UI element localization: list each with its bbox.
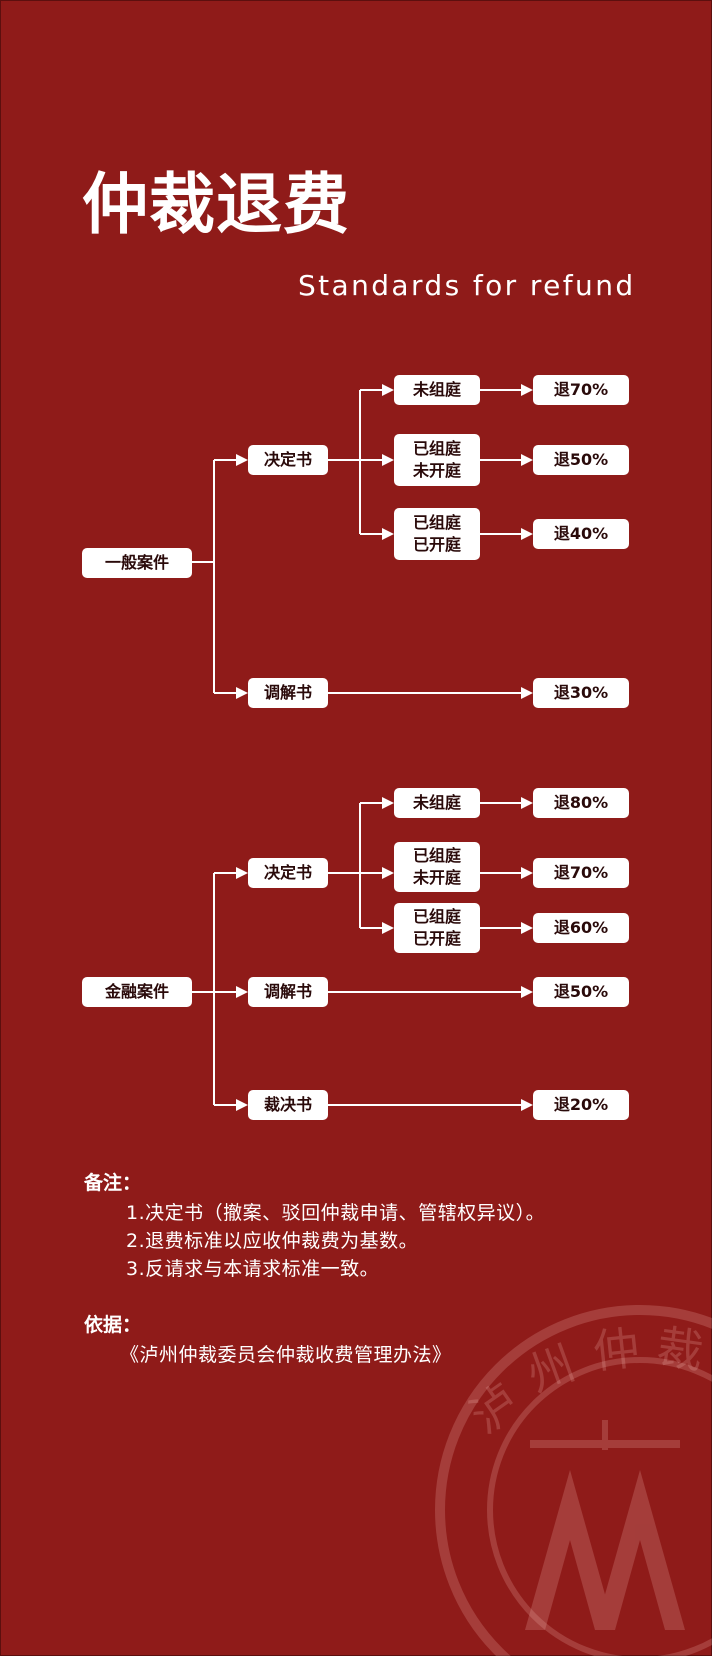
financial-formed-not-held-box: 已组庭 未开庭 xyxy=(394,842,480,892)
general-refund-mediation: 退30% xyxy=(533,678,629,708)
financial-case-box: 金融案件 xyxy=(82,977,192,1007)
financial-mediation-box: 调解书 xyxy=(248,977,328,1007)
note-item: 2.退费标准以应收仲裁费为基数。 xyxy=(126,1230,419,1252)
financial-refund-award: 退20% xyxy=(533,1090,629,1120)
notes-heading: 备注： xyxy=(84,1172,142,1194)
general-formed-held-box: 已组庭 已开庭 xyxy=(394,508,480,560)
financial-formed-held-box: 已组庭 已开庭 xyxy=(394,903,480,953)
financial-refund-not-formed: 退80% xyxy=(533,788,629,818)
note-item: 3.反请求与本请求标准一致。 xyxy=(126,1258,380,1280)
general-refund-formed-not-held: 退50% xyxy=(533,445,629,475)
general-not-formed-box: 未组庭 xyxy=(394,375,480,405)
general-decision-box: 决定书 xyxy=(248,445,328,475)
seal-text-3: 仲 xyxy=(591,1320,642,1379)
page-subtitle: Standards for refund xyxy=(298,269,636,302)
seal-text-1: 泸 xyxy=(460,1373,529,1444)
general-case-box: 一般案件 xyxy=(82,548,192,578)
financial-refund-formed-held: 退60% xyxy=(533,913,629,943)
financial-decision-box: 决定书 xyxy=(248,858,328,888)
general-mediation-box: 调解书 xyxy=(248,678,328,708)
note-item: 1.决定书（撤案、驳回仲裁申请、管辖权异议）。 xyxy=(126,1202,546,1224)
seal-text-4: 裁 xyxy=(653,1319,706,1379)
financial-refund-mediation: 退50% xyxy=(533,977,629,1007)
general-refund-not-formed: 退70% xyxy=(533,375,629,405)
basis-text: 《泸州仲裁委员会仲裁收费管理办法》 xyxy=(120,1344,452,1366)
arbitration-seal-logo: 泸 州 仲 裁 xyxy=(435,1305,712,1656)
general-refund-formed-held: 退40% xyxy=(533,519,629,549)
basis-heading: 依据： xyxy=(84,1314,142,1336)
general-formed-not-held-box: 已组庭 未开庭 xyxy=(394,434,480,486)
financial-refund-formed-not-held: 退70% xyxy=(533,858,629,888)
financial-not-formed-box: 未组庭 xyxy=(394,788,480,818)
page-title: 仲裁退费 xyxy=(82,166,350,243)
financial-award-box: 裁决书 xyxy=(248,1090,328,1120)
